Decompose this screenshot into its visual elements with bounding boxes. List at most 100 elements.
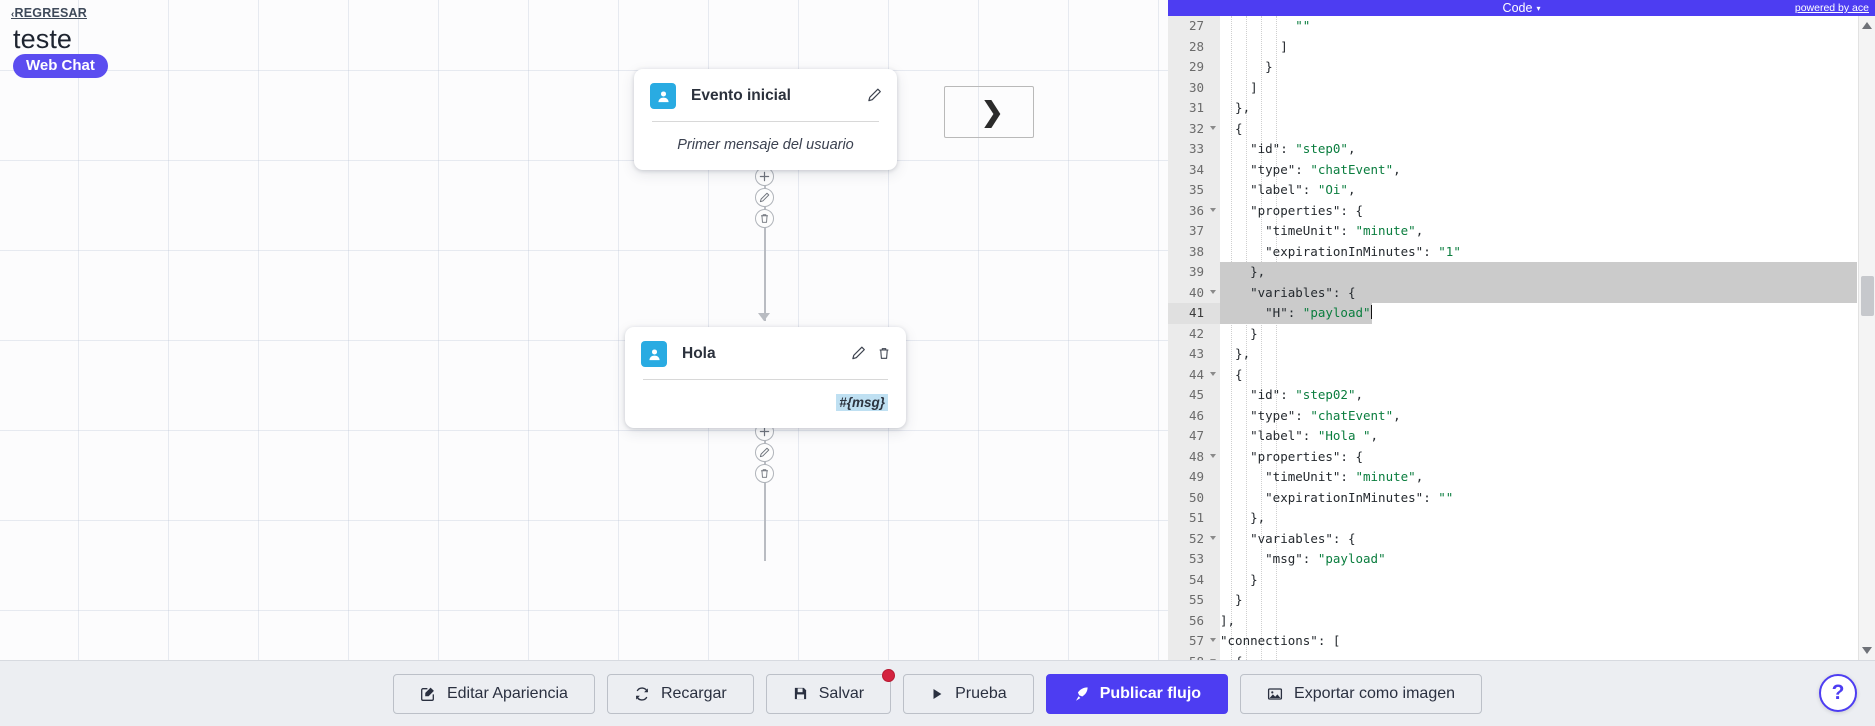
line-number[interactable]: 44 [1168, 365, 1220, 386]
code-line[interactable]: "variables": { [1250, 530, 1356, 546]
back-link[interactable]: ‹REGRESAR [11, 6, 87, 20]
pencil-icon[interactable] [867, 88, 882, 103]
code-line[interactable]: "type": "chatEvent", [1250, 407, 1401, 423]
flow-node-evento-inicial[interactable]: Evento inicial Primer mensaje del usuari… [634, 69, 897, 170]
line-number[interactable]: 46 [1188, 407, 1204, 423]
line-number[interactable]: 31 [1188, 100, 1204, 115]
line-number[interactable]: 53 [1188, 551, 1204, 566]
line-number[interactable]: 39 [1188, 264, 1204, 279]
line-number[interactable]: 40 [1168, 283, 1220, 304]
connector-controls-1[interactable] [755, 167, 774, 228]
line-number[interactable]: 27 [1188, 18, 1204, 33]
code-panel-title[interactable]: Code ▾ [1503, 1, 1541, 15]
code-line[interactable]: "timeUnit": "minute", [1265, 469, 1424, 484]
code-line[interactable]: "label": "Oi", [1250, 182, 1356, 197]
code-line[interactable]: "properties": { [1250, 202, 1363, 218]
connector-edit-button[interactable] [755, 188, 774, 207]
line-number[interactable]: 56 [1188, 612, 1204, 628]
flow-node-hola[interactable]: Hola #{msg} [625, 327, 906, 428]
chevron-right-icon[interactable]: ❯ [981, 96, 1004, 127]
line-number[interactable]: 41 [1168, 303, 1220, 324]
toolbar-button-recargar[interactable]: Recargar [606, 673, 754, 714]
line-number[interactable]: 49 [1188, 469, 1204, 484]
line-number[interactable]: 36 [1168, 201, 1220, 222]
help-button[interactable]: ? [1819, 674, 1857, 712]
node-body[interactable]: #{msg} [625, 380, 906, 428]
code-line[interactable]: }, [1220, 264, 1266, 279]
fold-toggle-icon[interactable] [1210, 658, 1216, 660]
code-line[interactable]: ], [1220, 612, 1236, 628]
pencil-icon[interactable] [851, 346, 866, 361]
code-line[interactable]: "properties": { [1250, 448, 1363, 464]
line-number[interactable]: 35 [1188, 182, 1204, 197]
line-number[interactable]: 48 [1168, 447, 1220, 468]
toolbar-button-prueba[interactable]: Prueba [903, 673, 1034, 714]
code-line[interactable]: { [1220, 366, 1243, 382]
connector-controls-2[interactable] [755, 422, 774, 483]
code-line[interactable]: "label": "Hola ", [1250, 428, 1379, 443]
powered-by-link[interactable]: powered by ace [1794, 2, 1869, 14]
code-line[interactable]: { [1220, 652, 1857, 661]
node-actions[interactable] [867, 88, 882, 103]
code-line[interactable]: }, [1220, 346, 1251, 361]
line-number[interactable]: 28 [1188, 38, 1204, 54]
trash-icon[interactable] [877, 346, 891, 360]
scroll-down-arrow-icon[interactable] [1862, 647, 1872, 654]
scroll-up-arrow-icon[interactable] [1862, 22, 1872, 29]
code-text-area[interactable]: "" ] } ] }, { "id": "step0", "type": "ch… [1220, 16, 1857, 660]
code-line[interactable]: "" [1295, 18, 1311, 33]
line-number[interactable]: 47 [1188, 428, 1204, 443]
node-actions[interactable] [851, 346, 891, 361]
line-number[interactable]: 55 [1188, 592, 1204, 607]
code-line[interactable]: "id": "step0", [1250, 141, 1356, 156]
code-line[interactable]: }, [1220, 510, 1266, 525]
code-line[interactable]: "variables": { [1250, 284, 1356, 300]
code-line[interactable]: "expirationInMinutes": "1" [1265, 243, 1461, 259]
fold-toggle-icon[interactable] [1210, 638, 1216, 642]
code-scrollbar[interactable] [1858, 16, 1875, 660]
line-number[interactable]: 54 [1188, 571, 1204, 587]
code-line[interactable]: } [1220, 592, 1243, 607]
fold-toggle-icon[interactable] [1210, 207, 1216, 212]
fold-toggle-icon[interactable] [1210, 371, 1216, 376]
line-number[interactable]: 43 [1188, 346, 1204, 361]
line-number[interactable]: 34 [1188, 161, 1204, 177]
code-line[interactable]: ] [1220, 79, 1258, 95]
code-line[interactable]: "connections": [ [1220, 633, 1341, 648]
toolbar-button-editar-apariencia[interactable]: Editar Apariencia [392, 673, 595, 714]
code-line[interactable]: "timeUnit": "minute", [1265, 223, 1424, 238]
fold-toggle-icon[interactable] [1210, 453, 1216, 458]
toolbar-button-salvar[interactable]: Salvar [765, 668, 896, 714]
toolbar-button-publicar-flujo[interactable]: Publicar flujo [1045, 673, 1229, 714]
code-line[interactable]: "msg": "payload" [1265, 551, 1386, 566]
fold-toggle-icon[interactable] [1210, 535, 1216, 540]
line-number[interactable]: 45 [1188, 387, 1204, 402]
scrollbar-thumb[interactable] [1861, 276, 1874, 316]
connector-edit-button[interactable] [755, 443, 774, 462]
line-number[interactable]: 50 [1188, 489, 1204, 505]
code-line[interactable]: }, [1220, 100, 1251, 115]
line-number[interactable]: 58 [1168, 652, 1220, 660]
line-number[interactable]: 33 [1188, 141, 1204, 156]
line-number[interactable]: 29 [1188, 59, 1204, 74]
line-number[interactable]: 37 [1188, 223, 1204, 238]
line-number[interactable]: 32 [1168, 119, 1220, 140]
code-line[interactable]: "H": "payload" [1265, 305, 1372, 320]
fold-toggle-icon[interactable] [1210, 289, 1216, 294]
code-line[interactable]: { [1220, 120, 1243, 136]
line-number[interactable]: 52 [1168, 529, 1220, 550]
code-line[interactable]: } [1220, 325, 1258, 341]
flow-canvas[interactable]: ‹REGRESAR teste Web Chat [0, 0, 1168, 660]
fold-toggle-icon[interactable] [1210, 125, 1216, 130]
toolbar-button-exportar-como-imagen[interactable]: Exportar como imagen [1240, 673, 1483, 714]
code-fold-widget[interactable]: ❯ [944, 86, 1034, 138]
line-number[interactable]: 38 [1188, 243, 1204, 259]
code-line[interactable]: ] [1220, 38, 1288, 54]
code-line[interactable]: "id": "step02", [1250, 387, 1364, 402]
code-line[interactable]: } [1220, 59, 1273, 74]
line-number[interactable]: 30 [1188, 79, 1204, 95]
line-number[interactable]: 51 [1188, 510, 1204, 525]
line-number[interactable]: 57 [1168, 631, 1220, 652]
